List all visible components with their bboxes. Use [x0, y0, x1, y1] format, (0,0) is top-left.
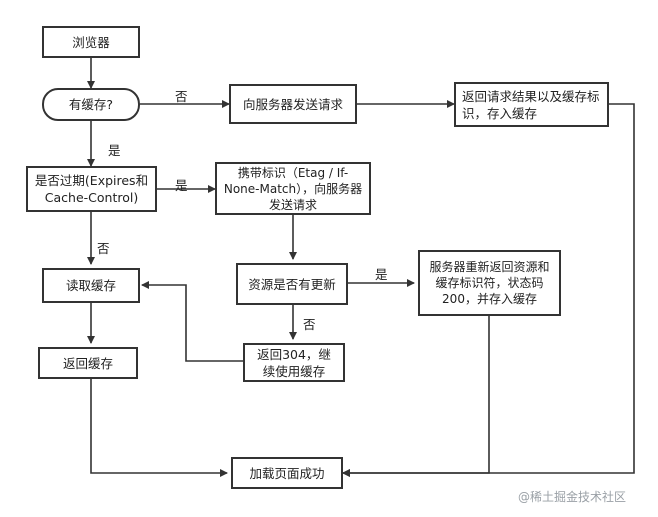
node-server-return: 服务器重新返回资源和缓存标识符，状态码200，并存入缓存 [418, 250, 561, 316]
label-cache-no: 否 [175, 89, 188, 104]
label-updated-no: 否 [303, 317, 316, 332]
node-send-request: 向服务器发送请求 [229, 84, 357, 124]
node-return-304: 返回304，继续使用缓存 [243, 343, 345, 382]
label-updated-yes: 是 [375, 267, 388, 282]
label-cache-yes: 是 [108, 143, 121, 158]
node-has-cache: 有缓存? [42, 88, 140, 121]
node-read-cache: 读取缓存 [42, 268, 140, 303]
edge-result-to-load [342, 103, 635, 477]
label-expired-no: 否 [97, 241, 110, 256]
edge-server-to-load [342, 316, 490, 477]
node-resource-updated: 资源是否有更新 [236, 263, 348, 305]
watermark: @稀土掘金技术社区 [518, 490, 627, 504]
node-send-with-tag: 携带标识（Etag / If-None-Match），向服务器发送请求 [215, 162, 371, 215]
node-browser: 浏览器 [42, 26, 140, 58]
node-load-success: 加载页面成功 [231, 457, 343, 489]
edge-304-to-read [141, 281, 243, 362]
edge-return-to-load [90, 379, 228, 477]
node-return-result: 返回请求结果以及缓存标识，存入缓存 [454, 82, 609, 127]
label-expired-yes: 是 [175, 178, 188, 193]
node-return-cache: 返回缓存 [38, 347, 138, 379]
node-expired: 是否过期(Expires和Cache-Control) [26, 166, 157, 212]
